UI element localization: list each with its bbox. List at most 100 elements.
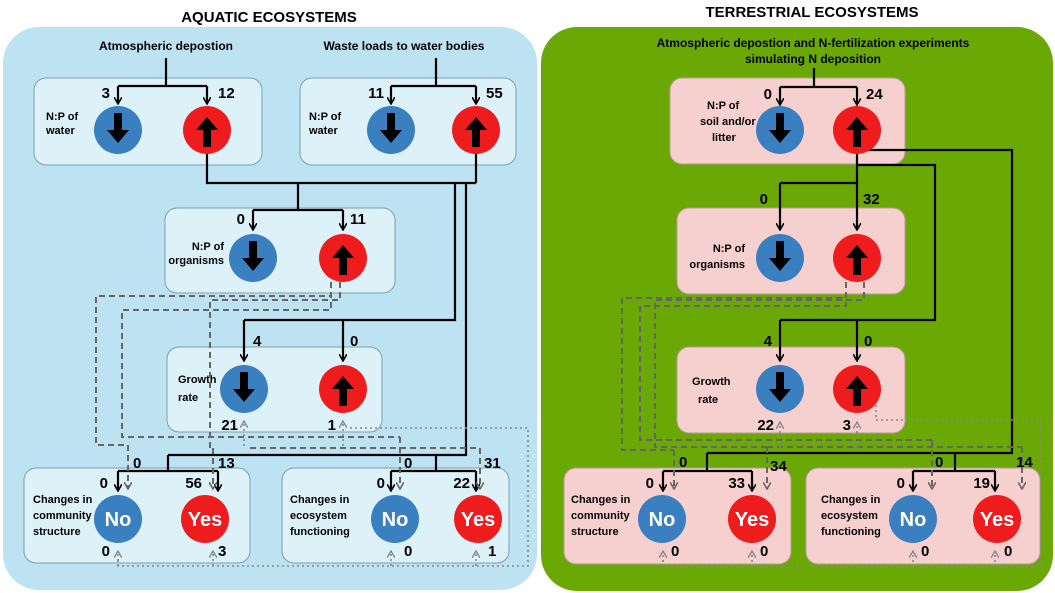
terrestrial-community-no: No [638,495,686,543]
aquatic-title: AQUATIC ECOSYSTEMS [181,9,357,26]
count-growth-rate-decrease-top: 4 [253,333,262,350]
count-np-organisms-decrease: 0 [237,211,245,228]
count-np-soil-decrease: 0 [764,86,772,103]
count-community-no-a: 0 [100,475,108,492]
terrestrial-community-yes: Yes [728,495,776,543]
count-community-no-b: 0 [133,455,141,472]
terrestrial-growth-rate-decrease [756,365,804,413]
np-water-left-label-2: water [45,125,75,137]
yes-label: Yes [980,509,1014,531]
no-label: No [105,509,132,531]
terrestrial-growth-rate-increase [833,365,881,413]
down-arrow-icon [769,372,791,402]
down-arrow-icon [769,113,791,143]
terrestrial-ecosystem-label-3: functioning [821,526,881,538]
no-label: No [900,509,927,531]
terrestrial-np-organisms-label-2: organisms [689,259,745,271]
count-terrestrial-ecosystem-no: 0 [897,475,905,492]
count-terrestrial-ecosystem-yes-a: 19 [973,475,990,492]
count-ecosystem-yes-bottom: 1 [488,543,496,560]
terrestrial-community-label-3: structure [571,526,619,538]
terrestrial-source-line-2: simulating N deposition [745,52,881,66]
count-np-water-left-decrease: 3 [102,85,110,102]
count-terrestrial-community-no-bottom: 0 [671,543,679,560]
terrestrial-community-label-1: Changes in [571,494,631,506]
terrestrial-np-organisms-decrease [756,234,804,282]
community-no: No [94,495,142,543]
growth-rate-label-1: Growth [178,374,217,386]
down-arrow-icon [233,372,255,402]
count-community-yes-b: 13 [218,455,235,472]
count-terrestrial-np-organisms-increase: 32 [863,191,880,208]
count-terrestrial-community-yes-bottom: 0 [760,543,768,560]
up-arrow-icon [332,245,354,275]
count-ecosystem-yes-a: 22 [453,475,470,492]
yes-label: Yes [735,509,769,531]
up-arrow-icon [196,117,218,147]
up-arrow-icon [846,376,868,406]
count-terrestrial-ecosystem-yes-b: 14 [1016,454,1033,471]
down-arrow-icon [769,241,791,271]
terrestrial-panel: TERRESTRIAL ECOSYSTEMS Atmospheric depos… [541,4,1053,591]
community-label-3: structure [33,526,81,538]
count-terrestrial-growth-rate-decrease-top: 4 [764,333,773,350]
count-growth-rate-decrease-bottom: 21 [221,417,238,434]
np-organisms-increase [319,234,367,282]
np-water-left-decrease [94,106,142,154]
yes-label: Yes [461,509,495,531]
aquatic-panel: AQUATIC ECOSYSTEMS Atmospheric depostion… [3,9,537,590]
np-soil-increase [833,106,881,154]
count-terrestrial-growth-rate-increase-top: 0 [864,333,872,350]
np-organisms-label-1: N:P of [192,241,225,253]
no-label: No [382,509,409,531]
up-arrow-icon [846,245,868,275]
np-soil-label-3: litter [712,132,737,144]
np-water-right-label-2: water [308,125,338,137]
terrestrial-ecosystem-no: No [889,495,937,543]
terrestrial-np-organisms-increase [833,234,881,282]
aquatic-source-waste: Waste loads to water bodies [324,39,485,53]
yes-label: Yes [188,509,222,531]
count-community-yes-a: 56 [185,475,202,492]
ecosystem-no: No [371,495,419,543]
count-community-yes-bottom: 3 [218,543,226,560]
count-growth-rate-increase-bottom: 1 [328,417,336,434]
count-terrestrial-growth-rate-decrease-bottom: 22 [757,417,774,434]
np-organisms-decrease [229,234,277,282]
count-terrestrial-community-yes-b: 34 [770,458,787,475]
growth-rate-label-2: rate [178,392,198,404]
count-terrestrial-community-no: 0 [646,475,654,492]
count-np-organisms-increase: 11 [350,211,366,228]
aquatic-source-atmospheric: Atmospheric depostion [99,39,233,53]
np-water-left-increase [183,106,231,154]
growth-rate-box [166,346,383,433]
community-label-1: Changes in [33,494,93,506]
count-ecosystem-no-bottom: 0 [404,543,412,560]
terrestrial-title: TERRESTRIAL ECOSYSTEMS [705,4,918,21]
count-ecosystem-yes-b: 31 [484,455,501,472]
ecosystem-label-3: functioning [290,526,350,538]
terrestrial-np-organisms-label-1: N:P of [713,243,746,255]
ecosystem-yes: Yes [454,495,502,543]
growth-rate-increase [319,365,367,413]
terrestrial-ecosystem-yes: Yes [973,495,1021,543]
terrestrial-ecosystem-label-1: Changes in [821,494,881,506]
count-ecosystem-no-a: 0 [377,475,385,492]
count-terrestrial-community-no-b: 0 [679,454,687,471]
up-arrow-icon [846,117,868,147]
down-arrow-icon [242,241,264,271]
np-organisms-label-2: organisms [168,255,224,267]
count-np-water-right-decrease: 11 [368,85,384,102]
count-terrestrial-ecosystem-no-bottom: 0 [921,543,929,560]
terrestrial-growth-rate-label-1: Growth [692,376,731,388]
down-arrow-icon [107,113,129,143]
ecosystem-label-2: ecosystem [290,510,347,522]
down-arrow-icon [380,113,402,143]
up-arrow-icon [465,117,487,147]
count-ecosystem-no-b: 0 [404,455,412,472]
np-soil-label-1: N:P of [707,100,740,112]
aquatic-background [3,27,537,590]
terrestrial-community-label-2: community [571,510,631,522]
count-np-soil-increase: 24 [866,86,883,103]
